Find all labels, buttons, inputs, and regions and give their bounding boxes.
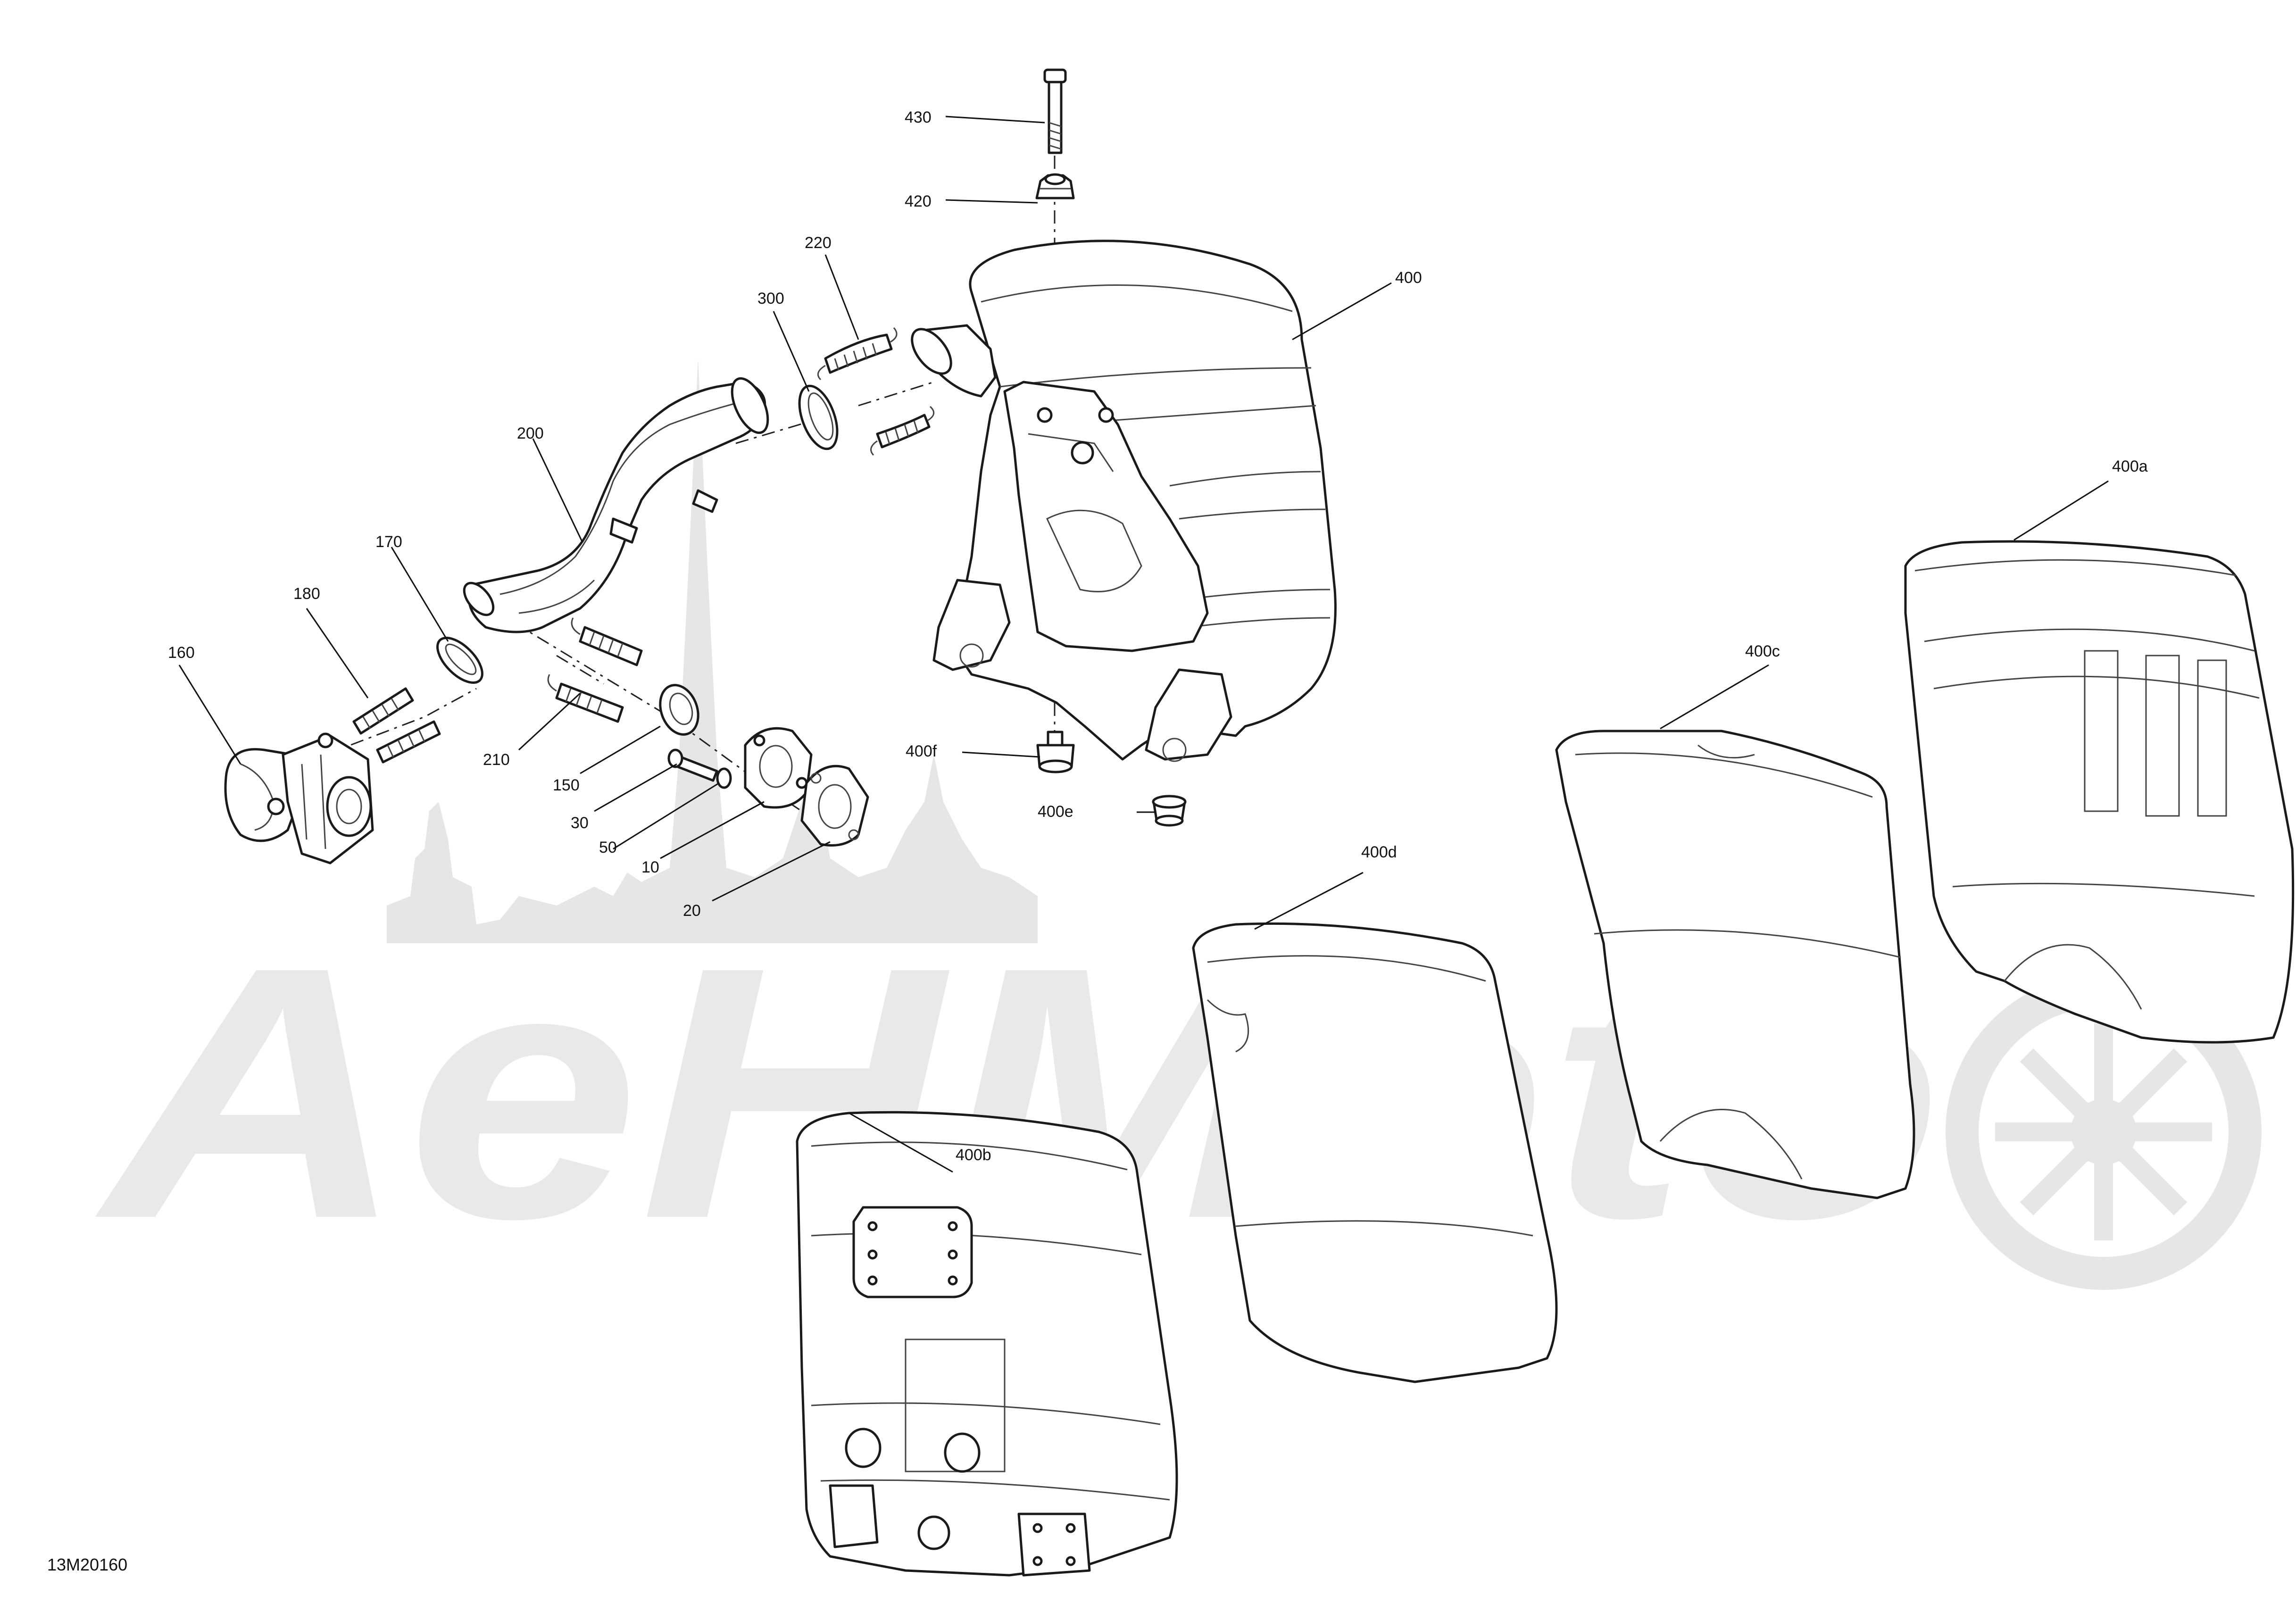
part-420-grommet: [1035, 173, 1075, 199]
callout-20: 20: [683, 902, 701, 920]
callout-400e: 400e: [1038, 803, 1073, 821]
callout-50: 50: [599, 839, 617, 856]
part-160-manifold: [224, 732, 374, 864]
part-210-springs: [547, 617, 643, 723]
heat-shield-400a: [1904, 540, 2295, 1044]
part-200-header-pipe: [463, 377, 769, 633]
part-400-muffler: [911, 240, 1337, 762]
part-400e-grommet: [1152, 795, 1187, 827]
heat-shield-400c: [1555, 730, 1915, 1199]
part-180-springs: [352, 687, 441, 764]
part-220-springs: [817, 327, 935, 456]
part-400f-spacer: [1036, 731, 1075, 773]
part-30-stud: [667, 748, 718, 782]
callout-220: 220: [805, 234, 832, 252]
part-170-gasket: [436, 637, 483, 684]
callout-10: 10: [641, 858, 659, 876]
callout-210: 210: [483, 751, 510, 769]
callout-400a: 400a: [2112, 457, 2148, 475]
callout-300: 300: [757, 290, 784, 308]
callout-400c: 400c: [1745, 642, 1780, 660]
callout-400d: 400d: [1361, 843, 1397, 861]
callout-170: 170: [375, 533, 402, 551]
callout-400b: 400b: [956, 1146, 991, 1164]
part-50-washer: [716, 767, 732, 789]
callout-400f: 400f: [906, 742, 937, 760]
part-10-flange: [744, 727, 813, 809]
watermark-skyline: [387, 358, 1038, 943]
part-20-gasket-plate: [800, 765, 869, 847]
figure-id: 13M20160: [47, 1555, 127, 1574]
callout-200: 200: [517, 424, 544, 442]
part-150-ring: [659, 684, 699, 736]
part-300-gasket: [798, 384, 839, 450]
callout-430: 430: [905, 108, 932, 126]
callout-labels: 430 420 400 220 300 200 170 180 160 210 …: [168, 108, 2148, 1164]
callout-150: 150: [553, 776, 580, 794]
callout-420: 420: [905, 192, 932, 210]
callout-30: 30: [571, 814, 589, 832]
assembly-axes: [325, 156, 1056, 831]
leader-lines: [178, 116, 2109, 1173]
heat-shield-400d: [1192, 922, 1558, 1383]
part-430-bolt: [1043, 68, 1067, 154]
heat-shield-400b: [796, 1111, 1178, 1577]
callout-180: 180: [293, 585, 320, 603]
callout-400: 400: [1395, 269, 1422, 287]
callout-160: 160: [168, 644, 195, 662]
